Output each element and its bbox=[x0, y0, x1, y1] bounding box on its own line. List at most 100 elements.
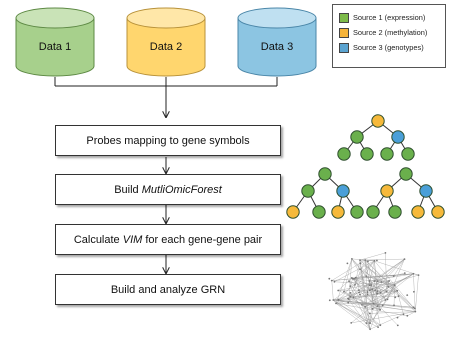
tree-node bbox=[411, 205, 425, 219]
network-edge bbox=[374, 260, 378, 292]
network-edge bbox=[370, 314, 404, 330]
network-node bbox=[368, 312, 371, 315]
network-node bbox=[366, 293, 369, 296]
tree-top bbox=[337, 114, 415, 161]
network-edge bbox=[334, 260, 375, 282]
network-node bbox=[332, 299, 335, 301]
network-node bbox=[406, 314, 409, 317]
step-calculate-vim: Calculate VIM for each gene-gene pair bbox=[55, 224, 281, 255]
network-node bbox=[368, 289, 371, 292]
network-edge bbox=[335, 258, 353, 304]
network-edge bbox=[361, 304, 371, 330]
network-edge bbox=[354, 260, 361, 285]
tree-node bbox=[350, 130, 364, 144]
network-node bbox=[386, 298, 389, 301]
network-node bbox=[412, 306, 415, 309]
network-edge bbox=[365, 259, 368, 295]
tree-node bbox=[388, 205, 402, 219]
network-edge bbox=[398, 296, 404, 315]
network-node bbox=[377, 326, 379, 328]
forest-illustration bbox=[286, 114, 445, 219]
network-node bbox=[417, 274, 420, 276]
network-node bbox=[396, 289, 399, 292]
network-edge bbox=[338, 299, 371, 324]
network-node bbox=[328, 277, 331, 280]
network-node bbox=[346, 262, 349, 265]
step-build-forest-emph: MutliOmicForest bbox=[141, 183, 222, 196]
network-node bbox=[384, 252, 387, 254]
network-node bbox=[381, 304, 384, 307]
network-node bbox=[364, 306, 366, 308]
network-edge bbox=[365, 259, 374, 304]
network-node bbox=[364, 259, 367, 261]
network-node bbox=[343, 290, 345, 293]
data-cylinder-2: Data 2 bbox=[126, 7, 206, 77]
network-node bbox=[394, 296, 397, 299]
network-node bbox=[406, 294, 409, 296]
tree-node bbox=[318, 167, 332, 181]
network-node bbox=[373, 259, 376, 262]
network-node bbox=[380, 281, 383, 283]
network-node bbox=[414, 310, 417, 313]
legend-label-source-1: Source 1 (expression) bbox=[353, 13, 426, 22]
network-edge bbox=[359, 258, 405, 261]
network-edge bbox=[393, 259, 405, 277]
network-edge bbox=[335, 292, 381, 304]
tree-node bbox=[301, 184, 315, 198]
network-edge bbox=[369, 323, 379, 328]
network-edge bbox=[350, 296, 399, 297]
network-node bbox=[403, 272, 406, 274]
tree-node bbox=[350, 205, 364, 219]
network-node bbox=[402, 313, 405, 316]
network-edge bbox=[350, 289, 359, 297]
network-edge bbox=[365, 259, 415, 309]
step-calculate-vim-emph: VIM bbox=[122, 233, 143, 246]
tree-node bbox=[366, 205, 380, 219]
network-node bbox=[368, 284, 371, 287]
tree-node bbox=[380, 147, 394, 161]
network-node bbox=[370, 284, 373, 286]
network-edge bbox=[359, 252, 386, 261]
step-calculate-vim-prefix: Calculate bbox=[73, 233, 123, 246]
legend: Source 1 (expression) Source 2 (methylat… bbox=[332, 4, 446, 68]
tree-node bbox=[312, 205, 326, 219]
network-node bbox=[349, 295, 352, 298]
network-node bbox=[412, 272, 415, 275]
network-node bbox=[371, 307, 374, 310]
network-node bbox=[337, 289, 340, 292]
network-node bbox=[369, 322, 371, 325]
tree-node bbox=[419, 184, 433, 198]
network-edge bbox=[374, 258, 405, 291]
tree-node bbox=[360, 147, 374, 161]
tree-node bbox=[286, 205, 300, 219]
network-node bbox=[359, 293, 361, 296]
network-node bbox=[328, 299, 331, 302]
step-build-grn: Build and analyze GRN bbox=[55, 274, 281, 305]
network-edge bbox=[335, 303, 371, 330]
network-node bbox=[354, 283, 356, 286]
network-edge bbox=[364, 306, 371, 324]
network-edge bbox=[377, 273, 414, 295]
data-cylinder-1-label: Data 1 bbox=[39, 41, 71, 53]
tree-node bbox=[391, 130, 405, 144]
legend-swatch-source-1 bbox=[339, 12, 349, 23]
legend-item-source-2: Source 2 (methylation) bbox=[339, 25, 445, 40]
network-node bbox=[352, 296, 355, 299]
network-node bbox=[369, 328, 371, 331]
step-build-forest-prefix: Build bbox=[114, 183, 142, 196]
network-illustration bbox=[328, 252, 420, 331]
network-edge bbox=[348, 292, 351, 300]
data-cylinder-3: Data 3 bbox=[237, 7, 317, 77]
network-node bbox=[359, 268, 361, 271]
network-edge bbox=[333, 299, 371, 324]
network-node bbox=[396, 316, 399, 319]
network-node bbox=[372, 302, 375, 305]
network-edge bbox=[338, 277, 352, 291]
network-node bbox=[376, 259, 378, 262]
network-edge bbox=[374, 272, 405, 282]
legend-item-source-1: Source 1 (expression) bbox=[339, 10, 445, 25]
network-edge bbox=[367, 260, 375, 293]
network-edge bbox=[387, 259, 405, 300]
network-node bbox=[413, 307, 416, 310]
